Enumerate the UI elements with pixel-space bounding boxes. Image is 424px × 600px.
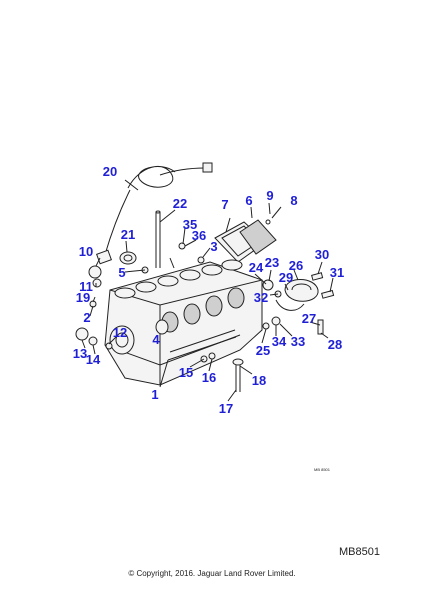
plug-21-illustration — [119, 251, 137, 265]
bolt-17-illustration — [232, 358, 244, 392]
engine-block-illustration — [104, 259, 263, 386]
callout-11: 11 — [79, 279, 93, 294]
callout-25: 25 — [256, 343, 270, 358]
rear-seal-illustration — [275, 279, 319, 311]
callout-29: 29 — [279, 270, 293, 285]
callout-3: 3 — [210, 239, 217, 254]
callout-23: 23 — [265, 255, 279, 270]
callout-8: 8 — [290, 193, 297, 208]
callout-22: 22 — [173, 196, 187, 211]
callout-31: 31 — [330, 265, 344, 280]
callout-9: 9 — [266, 188, 273, 203]
callout-24: 24 — [249, 260, 264, 275]
leader-lines — [81, 179, 334, 402]
callout-10: 10 — [79, 244, 93, 259]
callout-21: 21 — [121, 227, 135, 242]
callout-32: 32 — [254, 290, 268, 305]
callout-5: 5 — [118, 265, 125, 280]
callout-14: 14 — [86, 352, 101, 367]
heater-cable-illustration — [96, 162, 213, 265]
callout-28: 28 — [328, 337, 342, 352]
callout-labels: 1 2 3 4 5 6 7 8 9 10 11 12 13 14 15 16 1… — [73, 164, 344, 416]
callout-17: 17 — [219, 401, 233, 416]
callout-13: 13 — [73, 346, 87, 361]
callout-2: 2 — [83, 310, 90, 325]
callout-12: 12 — [113, 325, 127, 340]
diagram-reference-code: MB8501 — [339, 546, 380, 558]
callout-7: 7 — [221, 197, 228, 212]
callout-18: 18 — [252, 373, 266, 388]
callout-6: 6 — [245, 193, 252, 208]
callout-4: 4 — [152, 332, 160, 347]
callout-34: 34 — [272, 334, 287, 349]
callout-30: 30 — [315, 247, 329, 262]
callout-36: 36 — [192, 228, 206, 243]
callout-15: 15 — [179, 365, 193, 380]
callout-19: 19 — [76, 290, 90, 305]
callout-33: 33 — [291, 334, 305, 349]
copyright-notice: © Copyright, 2016. Jaguar Land Rover Lim… — [128, 569, 296, 578]
small-reference-mark: MB 8501 — [314, 467, 331, 472]
callout-35: 35 — [183, 217, 197, 232]
side-cover-illustration — [214, 219, 277, 263]
callout-20: 20 — [103, 164, 117, 179]
callout-16: 16 — [202, 370, 216, 385]
callout-26: 26 — [289, 258, 303, 273]
dipstick-tube-illustration — [155, 210, 161, 268]
callout-1: 1 — [151, 387, 158, 402]
callout-27: 27 — [302, 311, 316, 326]
